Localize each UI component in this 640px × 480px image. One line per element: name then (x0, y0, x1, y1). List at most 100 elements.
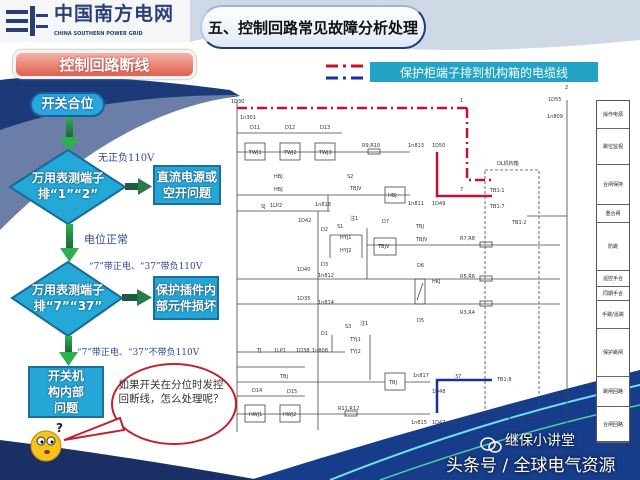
circuit-label: D13 (320, 125, 330, 131)
circuit-label: D1 (321, 331, 328, 337)
function-label: 重合闸 (597, 205, 629, 223)
circuit-label: R5,R6 (460, 274, 475, 280)
function-label: 遥控手合 (597, 271, 629, 287)
circuit-label: HYJ2 (340, 248, 351, 254)
legend-dashed-line-icon (326, 64, 364, 80)
circuit-label: 1n301 (240, 115, 256, 121)
circuit-label: 1D42 (298, 218, 311, 224)
red-cable-7 (435, 152, 492, 198)
function-label: 同期手合 (597, 287, 629, 301)
circuit-label: R9,R10 (362, 143, 380, 149)
circuit-label: D5 (417, 318, 424, 324)
circuit-label: TWJ3 (318, 150, 332, 156)
circuit-label: 1D40 (297, 267, 310, 273)
watermark-account: 继保小讲堂 (505, 433, 575, 449)
question-text: 如果开关在分位时发控回断线，怎么处理呢？ (118, 379, 224, 405)
circuit-label: HBJ (274, 174, 283, 180)
circuit-label: TB1:1 (489, 188, 505, 194)
circuit-label: D15 (287, 389, 297, 395)
blue-cable-37 (435, 378, 492, 413)
circuit-label: 1D50 (432, 143, 445, 149)
circuit-label: 1n809 (547, 114, 563, 120)
circuit-label: 1LP1 (274, 348, 286, 354)
red-cable-1b (465, 108, 493, 182)
circuit-label: TWJ2 (283, 150, 297, 156)
circuit-label: HKJ (432, 279, 441, 285)
circuit-label: 1D47 (432, 420, 445, 426)
edge-label-normal: 电位正常 (84, 233, 128, 246)
flowchart-shapes: ? (8, 117, 237, 462)
circuit-label: TBJ (279, 374, 288, 380)
wechat-icon (480, 437, 502, 453)
circuit-label: D3 (321, 262, 328, 268)
circuit-label: TYJ2 (349, 349, 361, 355)
function-label: 手跳/遥跳 (597, 301, 629, 329)
circuit-label: D6 (417, 263, 424, 269)
circuit-label: TBJV (377, 244, 390, 250)
circuit-label: 1n812 (318, 273, 334, 279)
decision-2-text: 万用表测端子排“7”“37” (31, 283, 104, 313)
circuit-label: TYJ1 (349, 337, 361, 343)
circuit-label: S1 (337, 224, 343, 230)
circuit-label: TBJ (415, 224, 424, 230)
edge-label-37-no-voltage: “7”带正电、“37”不带负110V (77, 348, 200, 358)
circuit-label: HWJ1 (249, 412, 262, 418)
edge-label-7-37-normal: “7”带正电、“37”带负110V (89, 262, 203, 272)
slide-title: 五、控制回路常见故障分析处理 (200, 5, 426, 49)
speech-bubble (111, 363, 237, 445)
function-label: 合闸回路 (597, 407, 629, 443)
function-label: 防跳 (597, 223, 629, 271)
company-logo: 中国南方电网 CHINA SOUTHERN POWER GRID (0, 0, 190, 42)
circuit-label: TB1:2 (511, 220, 527, 226)
circuit-label: R11,R12 (338, 406, 359, 412)
circuit-label: S3 (345, 324, 351, 330)
result-mechanism-fault: 开关机构内部问题 (28, 366, 104, 418)
circuit-label: 注1 (350, 215, 358, 222)
legend-label: 保护柜端子排到机构箱的电缆线 (370, 62, 598, 82)
function-label-panel: 操作电源跳位监视合闸保持重合闸防跳遥控手合同期手合手跳/遥跳保护跳闸跳闸回路合闸… (596, 100, 630, 443)
circuit-label: 1n811 (408, 201, 424, 207)
start-node: 开关合位 (30, 92, 105, 117)
edge-label-no-voltage: 无正负110V (98, 153, 155, 164)
circuit-label: 1D35 (297, 296, 310, 302)
circuit-label: 2 (565, 85, 568, 91)
circuit-label: TB1:8 (496, 377, 512, 383)
circuit-label: HBJ (388, 193, 397, 199)
section-label: 控制回路断线 (13, 50, 196, 79)
circuit-label: 37 (455, 374, 461, 380)
circuit-label: HBJ (274, 187, 283, 193)
result-dc-power: 直流电源或空开问题 (153, 165, 221, 205)
circuit-label: R3,R4 (460, 310, 475, 316)
circuit-label: D7 (382, 219, 389, 225)
circuit-label: 1n813 (408, 143, 424, 149)
circuit-label: HYJ1 (340, 235, 351, 241)
result-plugin-fault: 保护插件内部元件损坏 (153, 276, 219, 320)
function-label: 操作电源 (597, 101, 629, 129)
arrow-right-icon (138, 178, 152, 195)
circuit-label: TWJ1 (248, 150, 262, 156)
circuit-label: 1D38 (296, 348, 309, 354)
circuit-label: D11 (250, 125, 260, 131)
logo-chinese-name: 中国南方电网 (54, 3, 175, 25)
circuit-label: 1n818 (315, 202, 331, 208)
circuit-label: 7 (460, 187, 463, 193)
circuit-label: 注1 (360, 320, 368, 327)
confused-emoji-icon: ? (30, 421, 63, 462)
circuit-label: R7,R8 (460, 236, 475, 242)
logo-english-name: CHINA SOUTHERN POWER GRID (54, 31, 143, 37)
circuit-label: TBJV (415, 237, 428, 243)
circuit-label: 1n808 (312, 348, 328, 354)
function-label: 跳闸回路 (597, 377, 629, 407)
circuit-label: D12 (285, 125, 295, 131)
arrow-down-icon (59, 352, 78, 366)
circuit-label: 1D49 (432, 201, 445, 207)
decision-1-text: 万用表测端子排“1”“2” (31, 171, 104, 201)
function-label: 保护跳闸 (597, 329, 629, 377)
circuit-label: TB1:7 (489, 204, 505, 210)
arrow-down-icon (60, 137, 79, 152)
circuit-label: 1n815 (411, 420, 427, 426)
circuit-label: 1D30 (231, 99, 244, 105)
circuit-label: S2 (347, 174, 353, 180)
svg-text:?: ? (56, 421, 63, 435)
